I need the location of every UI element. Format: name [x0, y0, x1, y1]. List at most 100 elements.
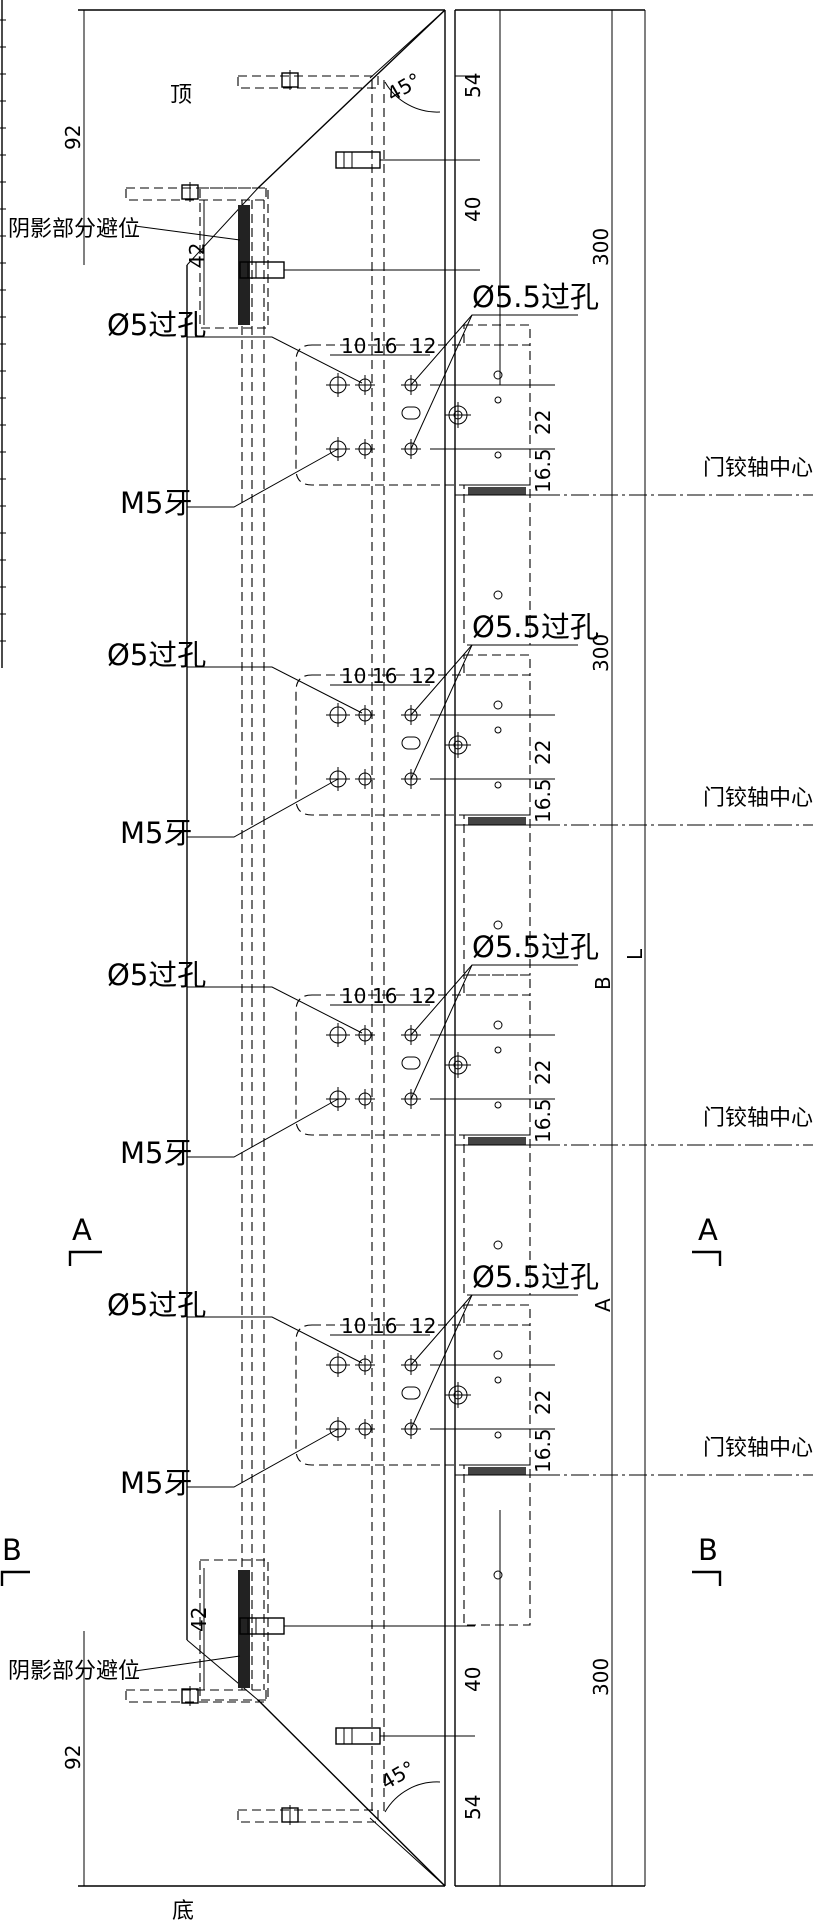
dim-300-2: 300	[589, 634, 613, 672]
dim-12: 12	[411, 334, 436, 358]
dim-b: B	[591, 976, 615, 990]
hole-5-icon	[355, 1355, 375, 1375]
hole-5-label: Ø5过孔	[107, 308, 206, 342]
pivot-icon	[445, 1052, 471, 1078]
section-marker-a-left: A	[68, 1213, 102, 1266]
dim-22: 22	[531, 1060, 555, 1085]
dim-16: 16	[372, 984, 397, 1008]
section-marker-b-left: B	[0, 1533, 30, 1586]
nut-icon	[181, 182, 199, 202]
shadow-clearance-label-top: 阴影部分避位	[8, 217, 140, 242]
hole-5-5-label: Ø5.5过孔	[472, 930, 599, 964]
dim-16: 16	[372, 1314, 397, 1338]
hole-5-icon	[355, 1025, 375, 1045]
angle-label-bottom: 45°	[377, 1756, 420, 1795]
thread-m5-icon	[355, 1089, 375, 1109]
dim-16: 16	[372, 334, 397, 358]
dim-42-top: 42	[185, 243, 209, 268]
hole-5-5-label: Ø5.5过孔	[472, 280, 599, 314]
right-dim-text: 54 40 300 300 B L A 300 40 54	[455, 73, 647, 1820]
left-dimensions: 92 92 42 42	[61, 10, 211, 1886]
screw-icon	[239, 261, 475, 279]
screws	[181, 70, 475, 1825]
right-dimensions	[499, 10, 646, 1886]
hole-5-label: Ø5过孔	[107, 1288, 206, 1322]
thread-m5-label: M5牙	[120, 1466, 192, 1500]
shadow-clearance-callout-top: 阴影部分避位	[8, 217, 241, 242]
nut-icon	[281, 1805, 299, 1825]
thread-m5-label: M5牙	[120, 486, 192, 520]
dim-54-top: 54	[461, 73, 485, 98]
shadow-clearance-label-bottom: 阴影部分避位	[8, 1659, 140, 1684]
dim-12: 12	[411, 984, 436, 1008]
dim-54-bottom: 54	[461, 1795, 485, 1820]
section-b-label-left: B	[2, 1533, 22, 1567]
shadow-clearance-hatch	[125, 75, 379, 1823]
hole-5-icon	[326, 1353, 350, 1377]
hole-5-icon	[326, 703, 350, 727]
angle-label-top: 45°	[383, 68, 426, 107]
dim-10: 10	[341, 1314, 366, 1338]
hole-5-icon	[355, 705, 375, 725]
outline	[0, 0, 645, 1887]
nut-icon	[281, 70, 299, 90]
thread-m5-label: M5牙	[120, 1136, 192, 1170]
section-b-label-right: B	[698, 1533, 718, 1567]
dim-22: 22	[531, 1390, 555, 1415]
hole-5-label: Ø5过孔	[107, 638, 206, 672]
dim-16: 16	[372, 664, 397, 688]
dim-16-5: 16.5	[531, 778, 555, 823]
dim-92-bottom: 92	[61, 1745, 85, 1770]
section-a-label-left: A	[72, 1213, 92, 1247]
thread-m5-icon	[355, 1419, 375, 1439]
dim-12: 12	[411, 664, 436, 688]
hinge-centre-label: 门铰轴中心	[703, 1106, 813, 1131]
dim-16-5: 16.5	[531, 448, 555, 493]
section-a-label-right: A	[698, 1213, 718, 1247]
thread-m5-icon	[355, 769, 375, 789]
hole-5-icon	[326, 373, 350, 397]
dim-92-top: 92	[61, 125, 85, 150]
pivot-icon	[445, 402, 471, 428]
dim-10: 10	[341, 334, 366, 358]
screw-icon	[335, 151, 475, 169]
thread-m5-icon	[355, 439, 375, 459]
hinge-centre-label: 门铰轴中心	[703, 456, 813, 481]
dim-300-1: 300	[589, 228, 613, 266]
hole-5-icon	[326, 1023, 350, 1047]
dim-16-5: 16.5	[531, 1098, 555, 1143]
hole-5-5-label: Ø5.5过孔	[472, 610, 599, 644]
dim-16-5: 16.5	[531, 1428, 555, 1473]
dim-40-top: 40	[461, 197, 485, 222]
screw-icon	[239, 1617, 475, 1635]
pivot-icon	[445, 732, 471, 758]
dim-10: 10	[341, 664, 366, 688]
hole-5-label: Ø5过孔	[107, 958, 206, 992]
dim-l: L	[623, 948, 647, 960]
hinge-centre-label: 门铰轴中心	[703, 786, 813, 811]
thread-m5-label: M5牙	[120, 816, 192, 850]
hole-5-icon	[355, 375, 375, 395]
dim-300-3: 300	[589, 1658, 613, 1696]
top-label: 顶	[170, 83, 192, 108]
shadow-clearance-callout-bottom: 阴影部分避位	[8, 1655, 241, 1684]
hinge-centre-label: 门铰轴中心	[703, 1436, 813, 1461]
dim-12: 12	[411, 1314, 436, 1338]
screw-icon	[335, 1727, 475, 1745]
nut-icon	[181, 1686, 199, 1706]
hole-5-5-label: Ø5.5过孔	[472, 1260, 599, 1294]
pivot-icon	[445, 1382, 471, 1408]
bottom-label: 底	[172, 1899, 194, 1924]
dim-40-bottom: 40	[461, 1667, 485, 1692]
dim-22: 22	[531, 410, 555, 435]
section-marker-b-right: B	[692, 1533, 722, 1586]
dim-22: 22	[531, 740, 555, 765]
section-marker-a-right: A	[692, 1213, 722, 1266]
dim-a: A	[591, 1298, 615, 1312]
